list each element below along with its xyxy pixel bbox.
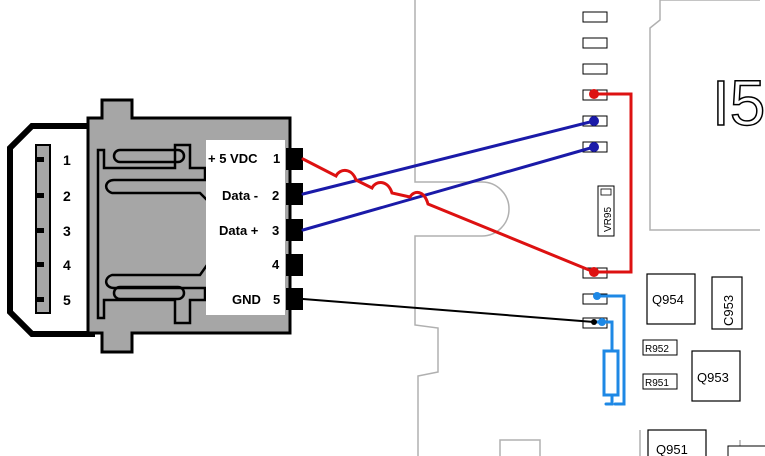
pin-blocks bbox=[286, 148, 303, 310]
wire-dots bbox=[589, 89, 606, 326]
pin-block-2 bbox=[286, 183, 303, 205]
side-pin-4: 4 bbox=[63, 257, 71, 273]
usb-contact-spring bbox=[96, 143, 214, 325]
usb-side-view: 1 2 3 4 5 bbox=[7, 123, 95, 337]
power-loop bbox=[592, 92, 633, 274]
jumper-dot-top bbox=[593, 292, 601, 300]
pin-label-3: Data + bbox=[219, 223, 259, 238]
q953-component: Q953 bbox=[691, 350, 741, 402]
r951-label: R951 bbox=[645, 378, 669, 389]
pin-block-1 bbox=[286, 148, 303, 170]
q951-label: Q951 bbox=[656, 442, 688, 456]
pin-labels: + 5 VDC 1 Data - 2 Data + 3 4 GND 5 bbox=[208, 151, 280, 307]
pin-label-2: Data - bbox=[222, 188, 258, 203]
r951-component: R951 bbox=[642, 373, 678, 390]
pin-label-5: GND bbox=[232, 292, 261, 307]
side-pin-2: 2 bbox=[63, 188, 71, 204]
pad bbox=[582, 37, 608, 49]
ground-wire bbox=[302, 298, 595, 323]
data-minus-dot bbox=[589, 116, 599, 126]
vr95-label: VR95 bbox=[603, 207, 614, 232]
usb-label-strip bbox=[206, 140, 285, 315]
pin-num-3: 3 bbox=[272, 223, 279, 238]
q951-component: Q951 bbox=[647, 429, 707, 456]
silk-large: I5 bbox=[711, 66, 765, 140]
q954-label: Q954 bbox=[652, 292, 684, 307]
side-pin-1: 1 bbox=[63, 152, 71, 168]
pin-num-4: 4 bbox=[272, 257, 280, 272]
pin-block-3 bbox=[286, 219, 303, 241]
pin-num-1: 1 bbox=[273, 151, 280, 166]
pin-label-1: + 5 VDC bbox=[208, 151, 258, 166]
pin-num-5: 5 bbox=[273, 292, 280, 307]
r952-component: R952 bbox=[642, 339, 678, 356]
data-plus-dot bbox=[589, 142, 599, 152]
jumper-dot-bottom bbox=[598, 318, 606, 326]
pad bbox=[582, 63, 608, 75]
pad-column bbox=[582, 11, 608, 329]
c953-label: C953 bbox=[721, 295, 736, 326]
data-plus-wire bbox=[301, 145, 596, 232]
r952-label: R952 bbox=[645, 344, 669, 355]
wires bbox=[301, 92, 633, 406]
pcb-outline bbox=[414, 0, 760, 456]
power-dot-bottom bbox=[589, 267, 599, 277]
side-pin-3: 3 bbox=[63, 223, 71, 239]
jumper-resistor bbox=[602, 349, 620, 397]
pin-block-4 bbox=[286, 254, 303, 276]
pin-num-2: 2 bbox=[272, 188, 279, 203]
q953-label: Q953 bbox=[697, 370, 729, 385]
power-dot-top bbox=[589, 89, 599, 99]
pin-block-5 bbox=[286, 288, 303, 310]
q954-component: Q954 bbox=[646, 273, 696, 325]
usb-connector-body bbox=[86, 98, 292, 354]
side-pin-5: 5 bbox=[63, 292, 71, 308]
ground-dot bbox=[591, 319, 597, 325]
c953-component: C953 bbox=[711, 276, 743, 330]
partial-component bbox=[727, 445, 765, 456]
silk-large-label: I5 bbox=[712, 67, 765, 139]
data-minus-wire bbox=[301, 119, 596, 196]
power-wire bbox=[301, 157, 596, 274]
pad bbox=[582, 11, 608, 23]
vr95-component: VR95 bbox=[597, 185, 615, 237]
